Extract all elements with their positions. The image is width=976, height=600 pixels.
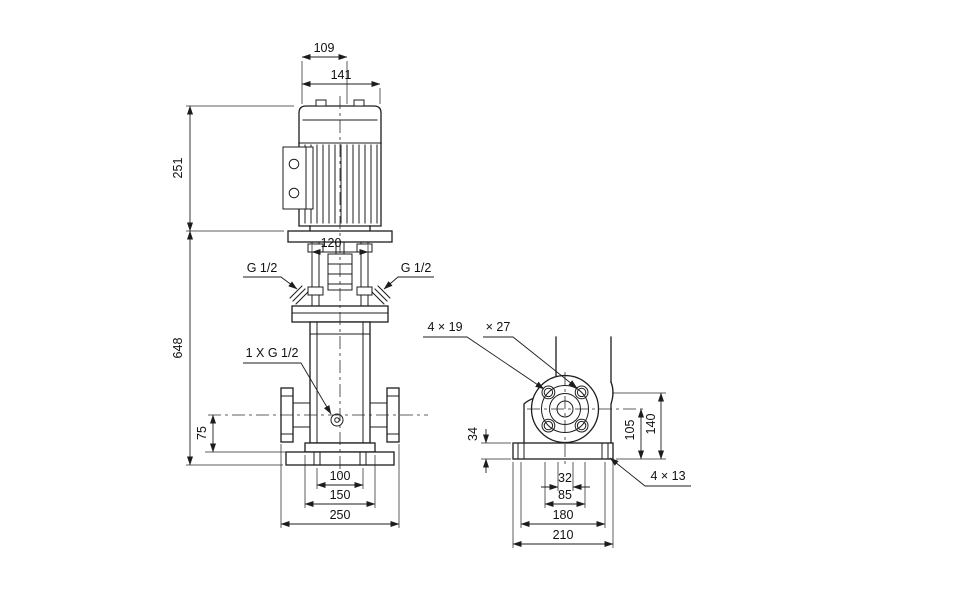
bolt-hole-nw xyxy=(543,387,554,398)
dim-baseplate-length: 210 xyxy=(553,528,574,542)
dim-motor-height: 251 xyxy=(171,158,185,179)
port-boss-right xyxy=(371,285,391,305)
pump-sleeve-side xyxy=(555,336,612,383)
discharge-flange-details xyxy=(369,395,400,435)
chamber-stack-lines xyxy=(309,321,371,444)
motor-lifting-lug-right xyxy=(353,99,365,107)
baseplate-hole-right xyxy=(601,442,609,460)
side-extension-lines xyxy=(481,392,666,548)
label-flange-counterbore: × 27 xyxy=(486,320,511,334)
bolt-counterbore-se xyxy=(574,418,589,433)
baseplate-hole-left xyxy=(517,442,525,460)
dim-slot-spacing: 32 xyxy=(558,471,572,485)
bolt-counterbore-nw xyxy=(541,385,556,400)
dim-base-upper-width: 150 xyxy=(330,488,351,502)
dim-port-center-to-base: 75 xyxy=(195,426,209,440)
dim-motor-top-width: 109 xyxy=(314,41,335,55)
bolt-hole-ne xyxy=(576,387,587,398)
baseplate-slot-left xyxy=(313,451,321,466)
suction-flange-details xyxy=(280,395,311,435)
terminal-box xyxy=(282,146,314,210)
front-view: 109 141 251 648 120 G 1/2 G 1/2 1 X G 1/… xyxy=(171,41,434,528)
leader-port-right xyxy=(383,276,434,290)
dim-port-center-height: 105 xyxy=(623,420,637,441)
motor-lifting-lug-left xyxy=(315,99,327,107)
front-centerlines xyxy=(208,96,428,474)
drain-plug-center xyxy=(334,417,340,423)
dim-base-slot-spacing: 100 xyxy=(330,469,351,483)
side-centerlines xyxy=(527,372,646,464)
port-boss-left xyxy=(289,285,309,305)
dim-baseplate-height: 34 xyxy=(466,427,480,441)
leader-port-left xyxy=(243,276,298,290)
label-flange-holes: 4 × 19 xyxy=(427,320,462,334)
baseplate-side xyxy=(512,442,614,460)
label-port-left: G 1/2 xyxy=(247,261,278,275)
lantern-nut-right xyxy=(356,286,373,296)
leader-base-holes xyxy=(609,457,691,487)
side-dimensions: 4 × 19 × 27 34 105 140 32 85 180 210 4 ×… xyxy=(423,320,691,548)
dim-total-height: 648 xyxy=(171,338,185,359)
bolt-counterbore-ne xyxy=(574,385,589,400)
lantern-columns xyxy=(311,241,369,307)
drain-plug xyxy=(330,413,344,427)
dim-motor-width: 141 xyxy=(331,68,352,82)
motor xyxy=(282,99,393,243)
lantern-nut-left xyxy=(307,286,324,296)
dim-lantern-width: 120 xyxy=(321,236,342,250)
lantern-bolt-top-right xyxy=(356,243,373,253)
terminal-box-bolt-bottom xyxy=(288,187,300,199)
bolt-counterbore-sw xyxy=(541,418,556,433)
dim-flange-height: 140 xyxy=(644,414,658,435)
leader-drain-port xyxy=(243,362,332,415)
dim-base-hole-spacing: 180 xyxy=(553,508,574,522)
motor-neck xyxy=(309,225,371,232)
bolt-hole-sw xyxy=(543,420,554,431)
leader-flange-counterbore xyxy=(483,336,578,389)
baseplate-slot-right xyxy=(359,451,367,466)
label-base-holes: 4 × 13 xyxy=(650,469,685,483)
dim-hole-spacing: 85 xyxy=(558,488,572,502)
label-port-right: G 1/2 xyxy=(401,261,432,275)
bolt-hole-se xyxy=(576,420,587,431)
terminal-box-bolt-top xyxy=(288,158,300,170)
label-drain-port: 1 X G 1/2 xyxy=(246,346,299,360)
leader-flange-holes xyxy=(423,336,545,390)
motor-cooling-fins xyxy=(304,144,378,224)
dim-port-to-port: 250 xyxy=(330,508,351,522)
side-view: 4 × 19 × 27 34 105 140 32 85 180 210 4 ×… xyxy=(423,320,691,548)
baseplate-profile xyxy=(512,442,614,460)
front-dimensions: 109 141 251 648 120 G 1/2 G 1/2 1 X G 1/… xyxy=(171,41,434,528)
